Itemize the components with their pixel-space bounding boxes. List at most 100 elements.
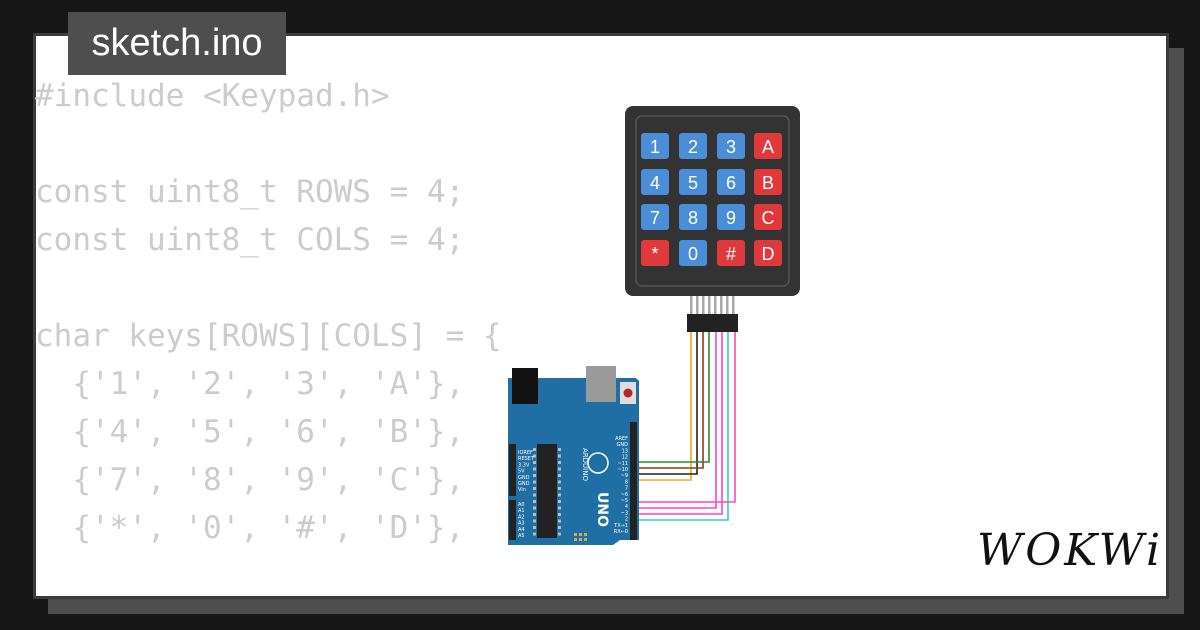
chip-pin bbox=[533, 500, 536, 503]
keypad-key-2[interactable]: 2 bbox=[679, 133, 707, 159]
chip-pin bbox=[558, 467, 561, 471]
digital-pin-label: 4 bbox=[625, 504, 628, 510]
chip-pin bbox=[533, 454, 536, 458]
chip-pin bbox=[558, 526, 561, 529]
chip-pin bbox=[558, 480, 561, 484]
connector-pin bbox=[708, 296, 711, 314]
wire bbox=[636, 332, 717, 509]
digital-pin-label: TX→1 bbox=[613, 523, 628, 529]
keypad-key-8[interactable]: 8 bbox=[679, 204, 707, 230]
code-line: const uint8_t COLS = 4; bbox=[35, 222, 465, 258]
keypad-key-*[interactable]: * bbox=[641, 240, 669, 266]
key-label: 4 bbox=[650, 173, 660, 193]
digital-pin-label: 2 bbox=[625, 517, 628, 523]
connector-pin bbox=[696, 296, 699, 314]
icsp-pin bbox=[574, 533, 577, 536]
power-pin-label: Vin bbox=[518, 487, 526, 493]
wire bbox=[636, 332, 723, 515]
key-face bbox=[641, 240, 669, 266]
digital-header bbox=[630, 422, 637, 540]
code-line: {'7', '8', '9', 'C'}, bbox=[35, 462, 465, 498]
wire bbox=[636, 332, 704, 469]
arduino-logo-icon bbox=[587, 452, 609, 474]
key-label: 9 bbox=[726, 208, 736, 228]
key-label: A bbox=[762, 137, 774, 157]
key-label: C bbox=[762, 208, 775, 228]
keypad-key-D[interactable]: D bbox=[754, 240, 782, 266]
keypad-connector bbox=[687, 296, 738, 332]
key-label: 1 bbox=[650, 137, 660, 157]
keypad-key-C[interactable]: C bbox=[754, 204, 782, 230]
power-pin-label: GND bbox=[518, 475, 530, 481]
digital-pin-label: 8 bbox=[625, 479, 628, 485]
digital-pin-label: 7 bbox=[625, 486, 628, 492]
chip-pin bbox=[558, 454, 561, 458]
power-header bbox=[509, 444, 516, 496]
reset-button bbox=[623, 388, 633, 398]
keypad-key-A[interactable]: A bbox=[754, 133, 782, 159]
keypad-key-1[interactable]: 1 bbox=[641, 133, 669, 159]
keypad-key-4[interactable]: 4 bbox=[641, 169, 669, 195]
analog-pin-label: A0 bbox=[518, 502, 525, 508]
digital-pin-label: 12 bbox=[622, 455, 628, 461]
analog-pin-label: A3 bbox=[518, 521, 525, 527]
icsp-pin bbox=[579, 538, 582, 541]
wokwi-logo: WOKWi bbox=[977, 525, 1164, 576]
code-line: const uint8_t ROWS = 4; bbox=[35, 174, 465, 210]
wire bbox=[636, 332, 729, 521]
analog-pin-label: A2 bbox=[518, 514, 525, 520]
key-face bbox=[679, 204, 707, 230]
icsp-pin bbox=[584, 533, 587, 536]
code-editor: #include <Keypad.h>const uint8_t ROWS = … bbox=[35, 72, 502, 552]
keypad-key-#[interactable]: # bbox=[717, 240, 745, 266]
power-pin-label: IOREF bbox=[518, 450, 533, 456]
key-face bbox=[754, 204, 782, 230]
icsp-pin bbox=[574, 538, 577, 541]
key-label: 3 bbox=[726, 137, 736, 157]
analog-pin-label: A4 bbox=[518, 527, 525, 533]
chip-pin bbox=[558, 487, 561, 490]
power-pin-label: 3.3V bbox=[518, 462, 530, 468]
chip-pin bbox=[533, 513, 536, 516]
key-face bbox=[717, 169, 745, 195]
power-pin-label: GND bbox=[518, 481, 530, 487]
keypad-key-B[interactable]: B bbox=[754, 169, 782, 195]
keypad-key-3[interactable]: 3 bbox=[717, 133, 745, 159]
icsp-pin bbox=[584, 538, 587, 541]
key-face bbox=[679, 240, 707, 266]
analog-pin-label: A5 bbox=[518, 533, 525, 539]
digital-pin-label: ~3 bbox=[621, 510, 628, 516]
chip-pin bbox=[558, 519, 561, 523]
keypad-key-6[interactable]: 6 bbox=[717, 169, 745, 195]
digital-pin-label: ~11 bbox=[617, 461, 628, 467]
keypad-key-7[interactable]: 7 bbox=[641, 204, 669, 230]
key-label: 2 bbox=[688, 137, 698, 157]
keypad-key-0[interactable]: 0 bbox=[679, 240, 707, 266]
key-face bbox=[679, 133, 707, 159]
power-jack bbox=[512, 368, 538, 404]
file-tab-title: sketch.ino bbox=[68, 12, 286, 75]
key-label: 8 bbox=[688, 208, 698, 228]
key-face bbox=[641, 204, 669, 230]
chip-pin bbox=[533, 493, 536, 497]
chip-pin bbox=[558, 474, 561, 477]
digital-pin-label: ~6 bbox=[621, 492, 628, 498]
chip-pin bbox=[533, 480, 536, 484]
arduino-uno[interactable]: IOREFRESET3.3V5VGNDGNDVinA0A1A2A3A4A5ARE… bbox=[508, 366, 639, 545]
icsp-pin bbox=[579, 533, 582, 536]
code-line: char keys[ROWS][COLS] = { bbox=[35, 318, 502, 354]
keypad-border bbox=[635, 115, 790, 287]
connector-pin bbox=[690, 296, 693, 314]
wire bbox=[636, 332, 692, 481]
chip-pin bbox=[558, 448, 561, 451]
wire bbox=[636, 332, 710, 463]
key-face bbox=[754, 240, 782, 266]
chip-pin bbox=[533, 467, 536, 471]
chip-pin bbox=[558, 506, 561, 510]
chip-pin bbox=[533, 532, 536, 536]
keypad-key-9[interactable]: 9 bbox=[717, 204, 745, 230]
connector-pin bbox=[720, 296, 723, 314]
keypad-key-5[interactable]: 5 bbox=[679, 169, 707, 195]
